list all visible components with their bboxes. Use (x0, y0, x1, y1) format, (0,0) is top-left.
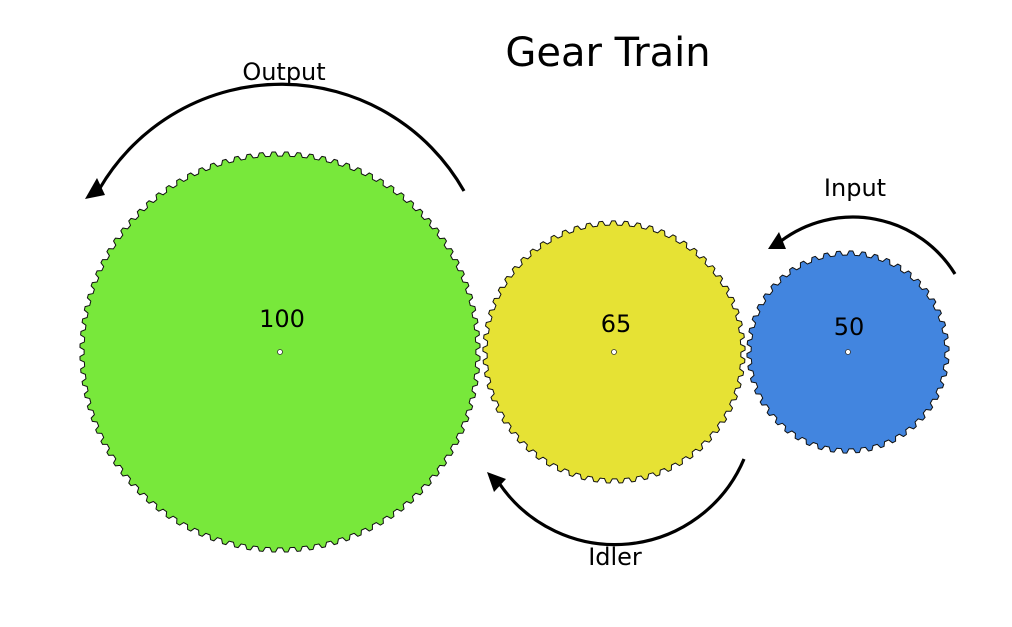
output-gear-teeth-count: 100 (259, 305, 305, 333)
diagram-title: Gear Train (505, 30, 710, 76)
input-gear-teeth-count: 50 (834, 313, 865, 341)
input-rotation-arrow (768, 215, 957, 275)
input-gear-hub (845, 349, 851, 355)
idler-gear (482, 220, 746, 484)
output-gear-hub (277, 349, 283, 355)
idler-gear-hub (611, 349, 617, 355)
input-label: Input (824, 174, 886, 202)
input-gear (746, 250, 950, 454)
idler-gear-teeth-count: 65 (601, 310, 632, 338)
output-label: Output (242, 58, 325, 86)
idler-label: Idler (588, 543, 642, 571)
output-rotation-arrow (85, 82, 466, 199)
idler-rotation-arrow (487, 458, 746, 547)
output-gear (79, 151, 481, 553)
